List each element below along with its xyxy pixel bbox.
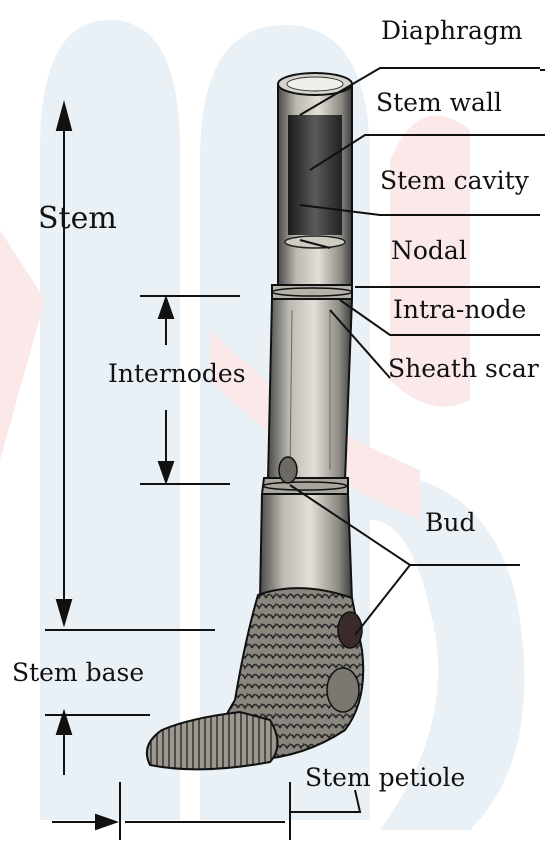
label-internodes: Internodes	[108, 361, 246, 386]
label-intra-node: Intra-node	[393, 297, 526, 322]
label-nodal: Nodal	[391, 238, 467, 263]
stem-cavity-shape	[288, 115, 342, 235]
label-diaphragm: Diaphragm	[381, 18, 523, 43]
label-stem-base: Stem base	[12, 660, 144, 685]
label-sheath-scar: Sheath scar	[388, 356, 539, 381]
label-bud: Bud	[425, 510, 475, 535]
bud-shape	[279, 457, 297, 483]
label-stem-petiole: Stem petiole	[305, 765, 465, 790]
label-stem: Stem	[38, 204, 117, 234]
label-stem-wall: Stem wall	[376, 90, 502, 115]
label-stem-cavity: Stem cavity	[380, 168, 529, 193]
